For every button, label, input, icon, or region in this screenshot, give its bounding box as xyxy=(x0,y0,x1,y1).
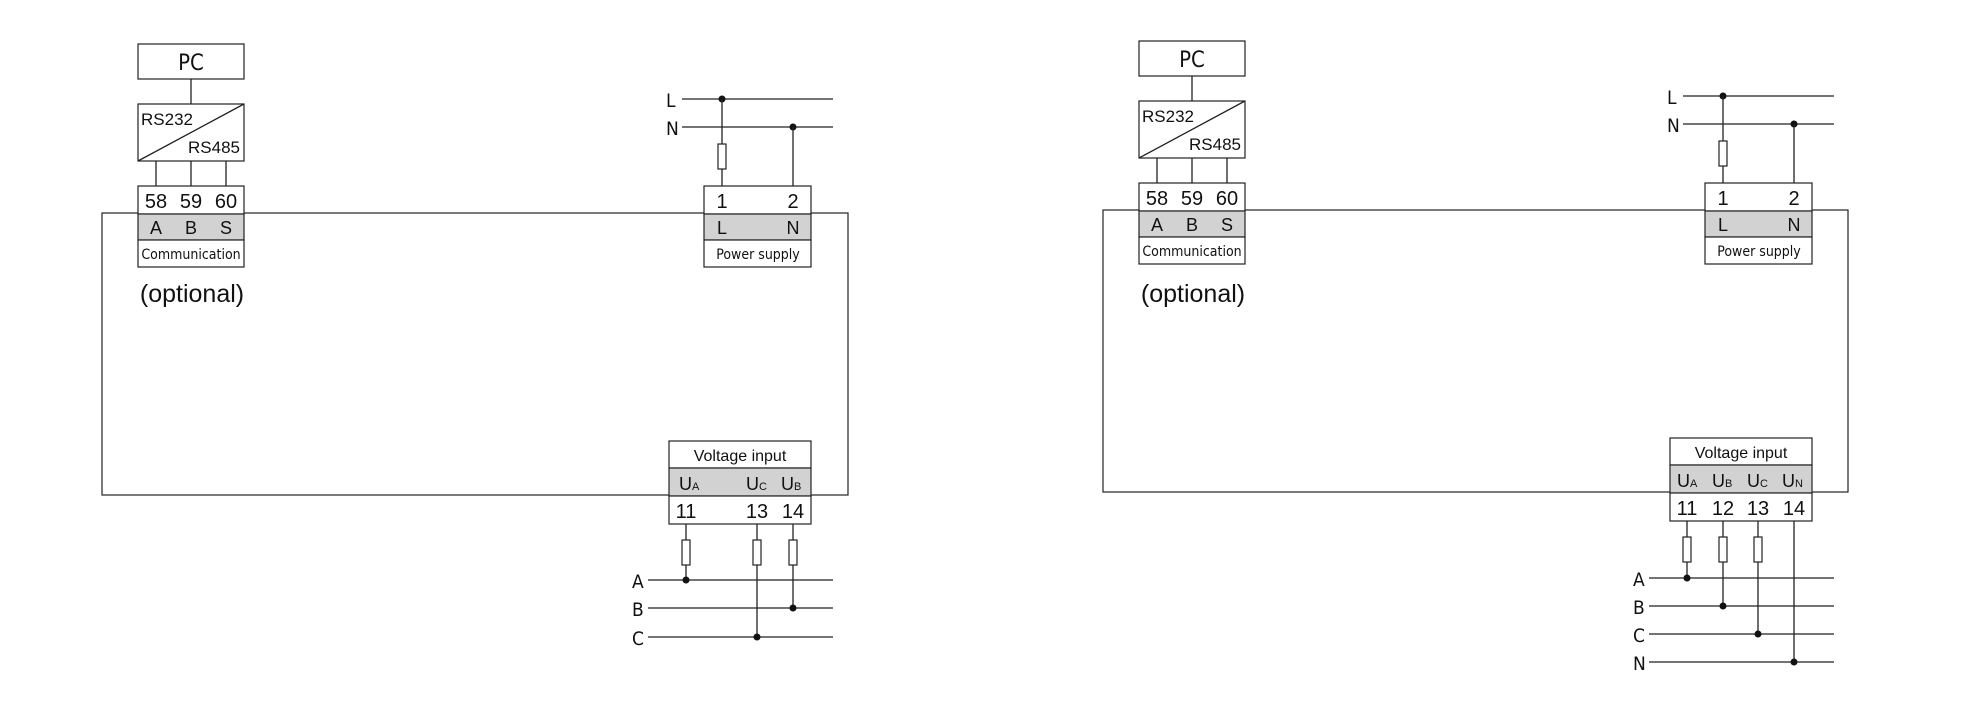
terminal-number: 58 xyxy=(145,191,167,213)
terminal-letter: A xyxy=(150,218,162,238)
phase-line-label: C xyxy=(1633,625,1645,647)
terminal-number: 12 xyxy=(1712,498,1734,520)
terminal-letter: N xyxy=(1788,215,1801,235)
phase-line-label: A xyxy=(632,571,644,593)
terminal-subscript: A xyxy=(1690,478,1698,490)
svg-text:UB: UB xyxy=(781,474,801,494)
terminal-number: 2 xyxy=(787,191,798,213)
phase-line-label: A xyxy=(1633,569,1645,591)
fuse xyxy=(717,143,727,170)
phase-line-label: B xyxy=(632,599,644,621)
terminal-number: 11 xyxy=(676,501,697,523)
terminal-letter: U xyxy=(679,474,692,494)
supply-line-label: L xyxy=(666,90,676,112)
voltage-input-caption: Voltage input xyxy=(1695,445,1788,462)
terminal-letter: N xyxy=(787,218,800,238)
terminal-number: 14 xyxy=(782,501,804,523)
terminal-letter: U xyxy=(746,474,759,494)
supply-line-label: N xyxy=(1667,115,1680,137)
pc-label: PC xyxy=(178,51,204,76)
power-supply-terminal: 1 2 L N Power supply xyxy=(703,185,812,268)
terminal-subscript: C xyxy=(1760,478,1768,490)
svg-text:UA: UA xyxy=(679,474,700,494)
converter-rs485-label: RS485 xyxy=(1189,135,1241,154)
supply-line-label: L xyxy=(1667,87,1677,109)
svg-text:UC: UC xyxy=(746,474,767,494)
terminal-subscript: N xyxy=(1795,478,1803,490)
communication-caption: Communication xyxy=(1142,244,1241,260)
communication-caption: Communication xyxy=(141,247,240,263)
terminal-letter: A xyxy=(1151,215,1163,235)
svg-text:UC: UC xyxy=(1747,471,1768,491)
terminal-letter: L xyxy=(717,218,727,238)
fuse xyxy=(1718,140,1728,167)
terminal-number: 59 xyxy=(180,191,202,213)
wiring-diagram-right: PC RS232 RS485 58 59 60 A B S Communicat… xyxy=(1102,40,1849,675)
terminal-number: 11 xyxy=(1677,498,1698,520)
terminal-number: 1 xyxy=(716,191,727,213)
meter-body xyxy=(1102,209,1849,493)
terminal-number: 60 xyxy=(1216,188,1238,210)
terminal-letter: S xyxy=(1221,215,1233,235)
optional-label: (optional) xyxy=(1141,280,1245,308)
power-supply-caption: Power supply xyxy=(716,247,800,263)
terminal-letter: B xyxy=(185,218,197,238)
terminal-number: 60 xyxy=(215,191,237,213)
terminal-letter: U xyxy=(1712,471,1725,491)
fuse xyxy=(1753,536,1763,563)
svg-text:UB: UB xyxy=(1712,471,1732,491)
terminal-number: 2 xyxy=(1788,188,1799,210)
voltage-input-terminal: Voltage input UA UB UC UN 11 12 13 14 xyxy=(1669,437,1813,522)
terminal-subscript: B xyxy=(794,481,801,493)
terminal-number: 59 xyxy=(1181,188,1203,210)
pc-box xyxy=(1138,40,1246,77)
terminal-number: 14 xyxy=(1783,498,1805,520)
terminal-letter: S xyxy=(220,218,232,238)
voltage-input-terminal: Voltage input UA UC UB 11 13 14 xyxy=(668,440,812,525)
fuse xyxy=(681,539,691,566)
terminal-number: 13 xyxy=(746,501,768,523)
terminal-subscript: A xyxy=(692,481,700,493)
terminal-letter: U xyxy=(1782,471,1795,491)
terminal-letter: B xyxy=(1186,215,1198,235)
terminal-number: 1 xyxy=(1717,188,1728,210)
pc-label: PC xyxy=(1179,48,1205,73)
fuse xyxy=(1682,536,1692,563)
fuse xyxy=(788,539,798,566)
terminal-number: 58 xyxy=(1146,188,1168,210)
supply-line-label: N xyxy=(666,118,679,140)
fuse xyxy=(1718,536,1728,563)
terminal-letter: L xyxy=(1718,215,1728,235)
optional-label: (optional) xyxy=(140,280,244,308)
terminal-number: 13 xyxy=(1747,498,1769,520)
wiring-diagram-left: PC RS232 RS485 58 59 60 A B S Communicat… xyxy=(101,43,849,650)
fuse xyxy=(752,539,762,566)
power-supply-terminal: 1 2 L N Power supply xyxy=(1704,182,1813,265)
converter-rs232-label: RS232 xyxy=(1142,107,1194,126)
phase-line-label: N xyxy=(1633,653,1646,675)
svg-text:UA: UA xyxy=(1677,471,1698,491)
terminal-letter: U xyxy=(1747,471,1760,491)
voltage-input-caption: Voltage input xyxy=(694,448,787,465)
terminal-subscript: C xyxy=(759,481,767,493)
converter-rs485-label: RS485 xyxy=(188,138,240,157)
terminal-subscript: B xyxy=(1725,478,1732,490)
power-supply-caption: Power supply xyxy=(1717,244,1801,260)
meter-body xyxy=(101,212,849,496)
terminal-letter: U xyxy=(781,474,794,494)
phase-line-label: C xyxy=(632,628,644,650)
phase-line-label: B xyxy=(1633,597,1645,619)
communication-terminal: 58 59 60 A B S Communication xyxy=(1138,182,1246,265)
terminal-letter: U xyxy=(1677,471,1690,491)
communication-terminal: 58 59 60 A B S Communication xyxy=(137,185,245,268)
converter-rs232-label: RS232 xyxy=(141,110,193,129)
svg-text:UN: UN xyxy=(1782,471,1803,491)
